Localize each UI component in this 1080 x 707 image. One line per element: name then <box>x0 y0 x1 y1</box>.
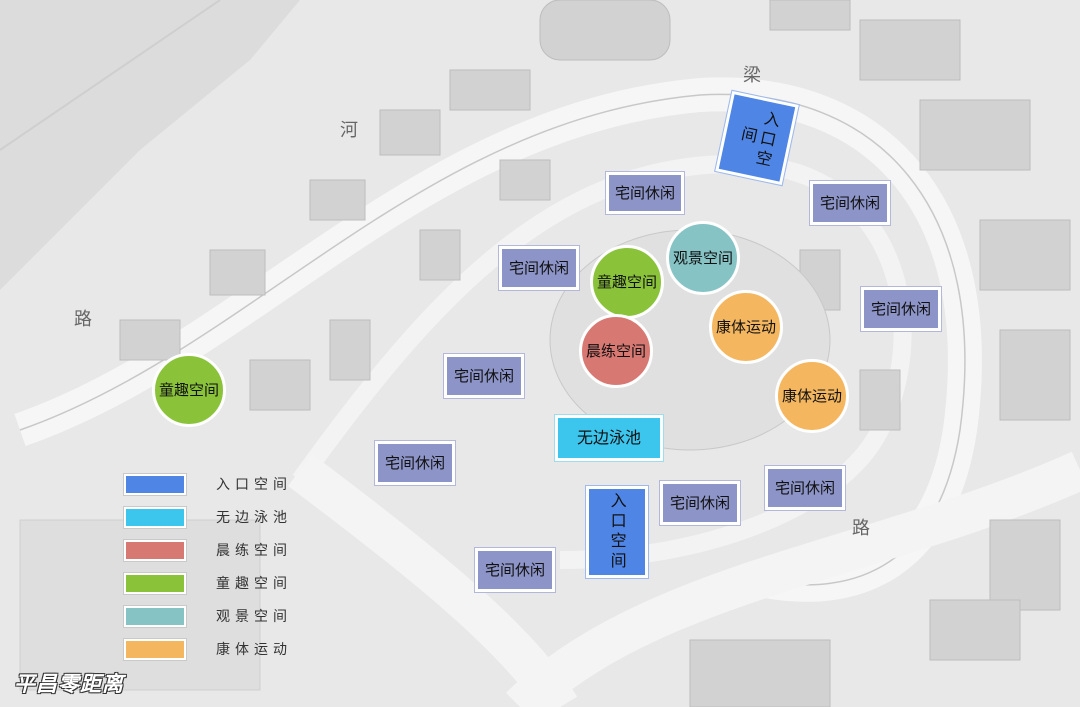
legend-swatch-pool <box>124 506 186 528</box>
street-label-bridge: 梁 <box>743 65 761 86</box>
street-label-road-south: 路 <box>852 518 870 539</box>
legend-label-entry: 入口空间 <box>216 477 292 493</box>
legend-swatch-morning <box>124 539 186 561</box>
zone-morning-exercise[interactable]: 晨练空间 <box>579 314 653 388</box>
zone-infinity-pool[interactable]: 无边泳池 <box>555 415 663 461</box>
zone-rest-1[interactable]: 宅间休闲 <box>606 172 684 214</box>
legend-swatch-kids <box>124 572 186 594</box>
street-label-river: 河 <box>340 120 358 141</box>
zone-rest-7[interactable]: 宅间休闲 <box>660 481 740 525</box>
legend-item-morning: 晨练空间 <box>124 539 292 561</box>
legend-item-sport: 康体运动 <box>124 638 292 660</box>
zone-viewing[interactable]: 观景空间 <box>666 221 740 295</box>
legend-label-sport: 康体运动 <box>216 642 292 658</box>
zone-entry-south[interactable]: 入口空间 <box>586 486 648 578</box>
zone-rest-8[interactable]: 宅间休闲 <box>765 466 845 510</box>
zone-sport-2[interactable]: 康体运动 <box>775 359 849 433</box>
legend-label-view: 观景空间 <box>216 609 292 625</box>
legend-item-kids: 童趣空间 <box>124 572 292 594</box>
zone-rest-4[interactable]: 宅间休闲 <box>861 287 941 331</box>
legend-label-morning: 晨练空间 <box>216 543 292 559</box>
legend-item-pool: 无边泳池 <box>124 506 292 528</box>
legend-label-kids: 童趣空间 <box>216 576 292 592</box>
zone-rest-2[interactable]: 宅间休闲 <box>810 181 890 225</box>
zone-rest-5[interactable]: 宅间休闲 <box>444 354 524 398</box>
legend-item-entry: 入口空间 <box>124 473 292 495</box>
street-label-road-west: 路 <box>74 309 92 330</box>
watermark-logo: 平昌零距离 <box>14 672 124 696</box>
zone-rest-6[interactable]: 宅间休闲 <box>375 441 455 485</box>
legend-label-pool: 无边泳池 <box>216 510 292 526</box>
zone-sport-1[interactable]: 康体运动 <box>709 290 783 364</box>
legend-swatch-view <box>124 605 186 627</box>
zone-kids-west[interactable]: 童趣空间 <box>152 353 226 427</box>
zone-rest-3[interactable]: 宅间休闲 <box>499 246 579 290</box>
legend-swatch-sport <box>124 638 186 660</box>
zone-rest-9[interactable]: 宅间休闲 <box>475 548 555 592</box>
legend-item-view: 观景空间 <box>124 605 292 627</box>
legend-swatch-entry <box>124 473 186 495</box>
zone-kids-center[interactable]: 童趣空间 <box>590 245 664 319</box>
